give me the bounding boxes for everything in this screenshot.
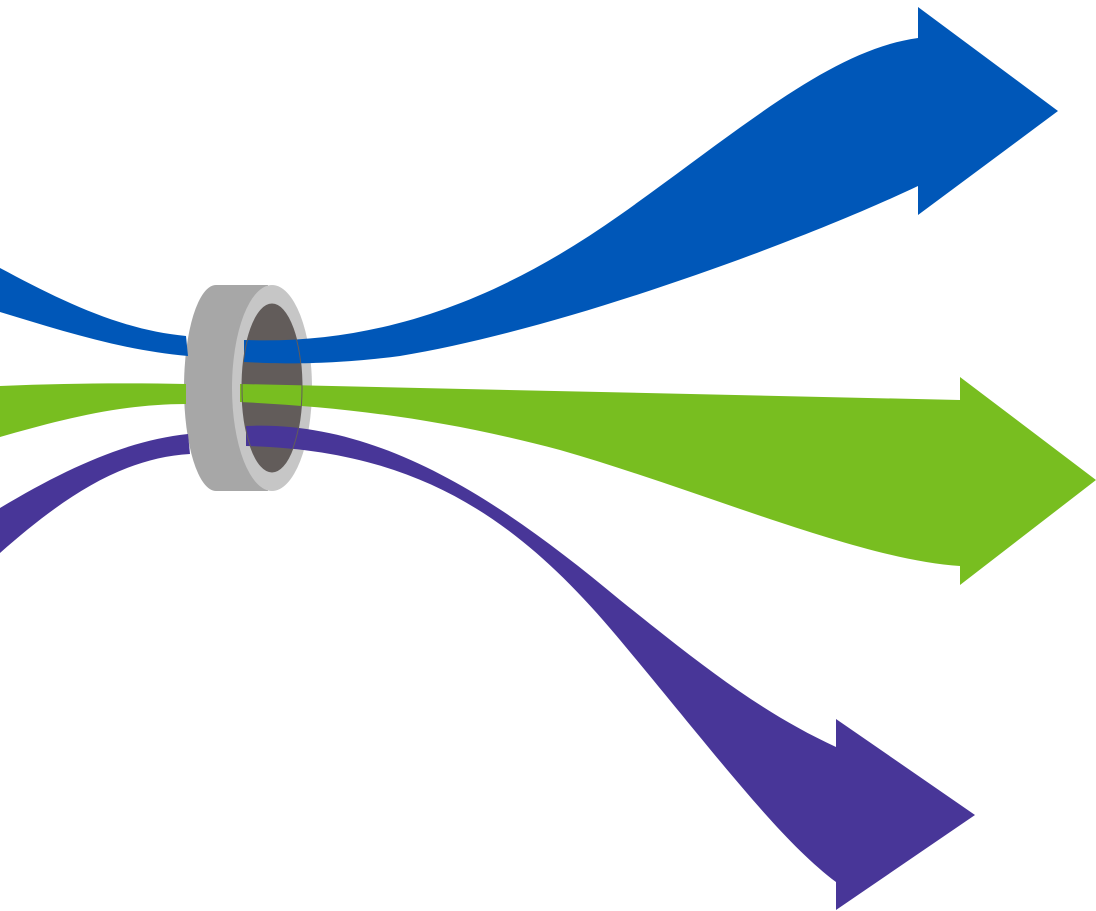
blue-stream-incoming (0, 268, 188, 356)
green-arrow (240, 377, 1096, 585)
ring-hole-rim (241, 303, 303, 473)
blue-arrow (244, 7, 1058, 364)
green-stream-incoming (0, 383, 186, 437)
purple-arrow (246, 425, 975, 910)
purple-stream-incoming (0, 434, 190, 553)
